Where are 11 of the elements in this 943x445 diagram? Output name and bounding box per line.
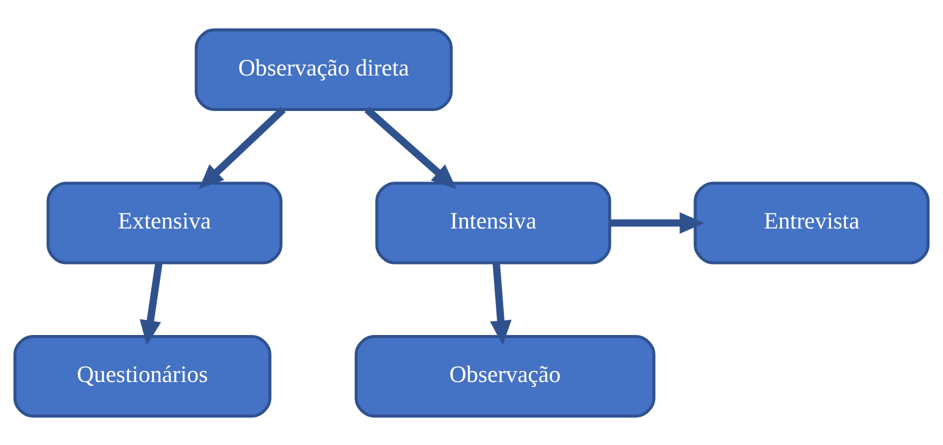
arrow <box>364 106 456 188</box>
node-box: Observação direta <box>194 28 453 110</box>
node-box: Entrevista <box>694 181 930 264</box>
node-box: Observação <box>354 334 656 418</box>
arrow <box>610 212 704 234</box>
node-box: Extensiva <box>46 181 282 264</box>
node-box: Questionários <box>13 334 272 418</box>
node-box: Intensiva <box>375 181 612 264</box>
arrow <box>140 262 163 345</box>
arrow <box>198 106 286 189</box>
arrow <box>490 262 512 345</box>
